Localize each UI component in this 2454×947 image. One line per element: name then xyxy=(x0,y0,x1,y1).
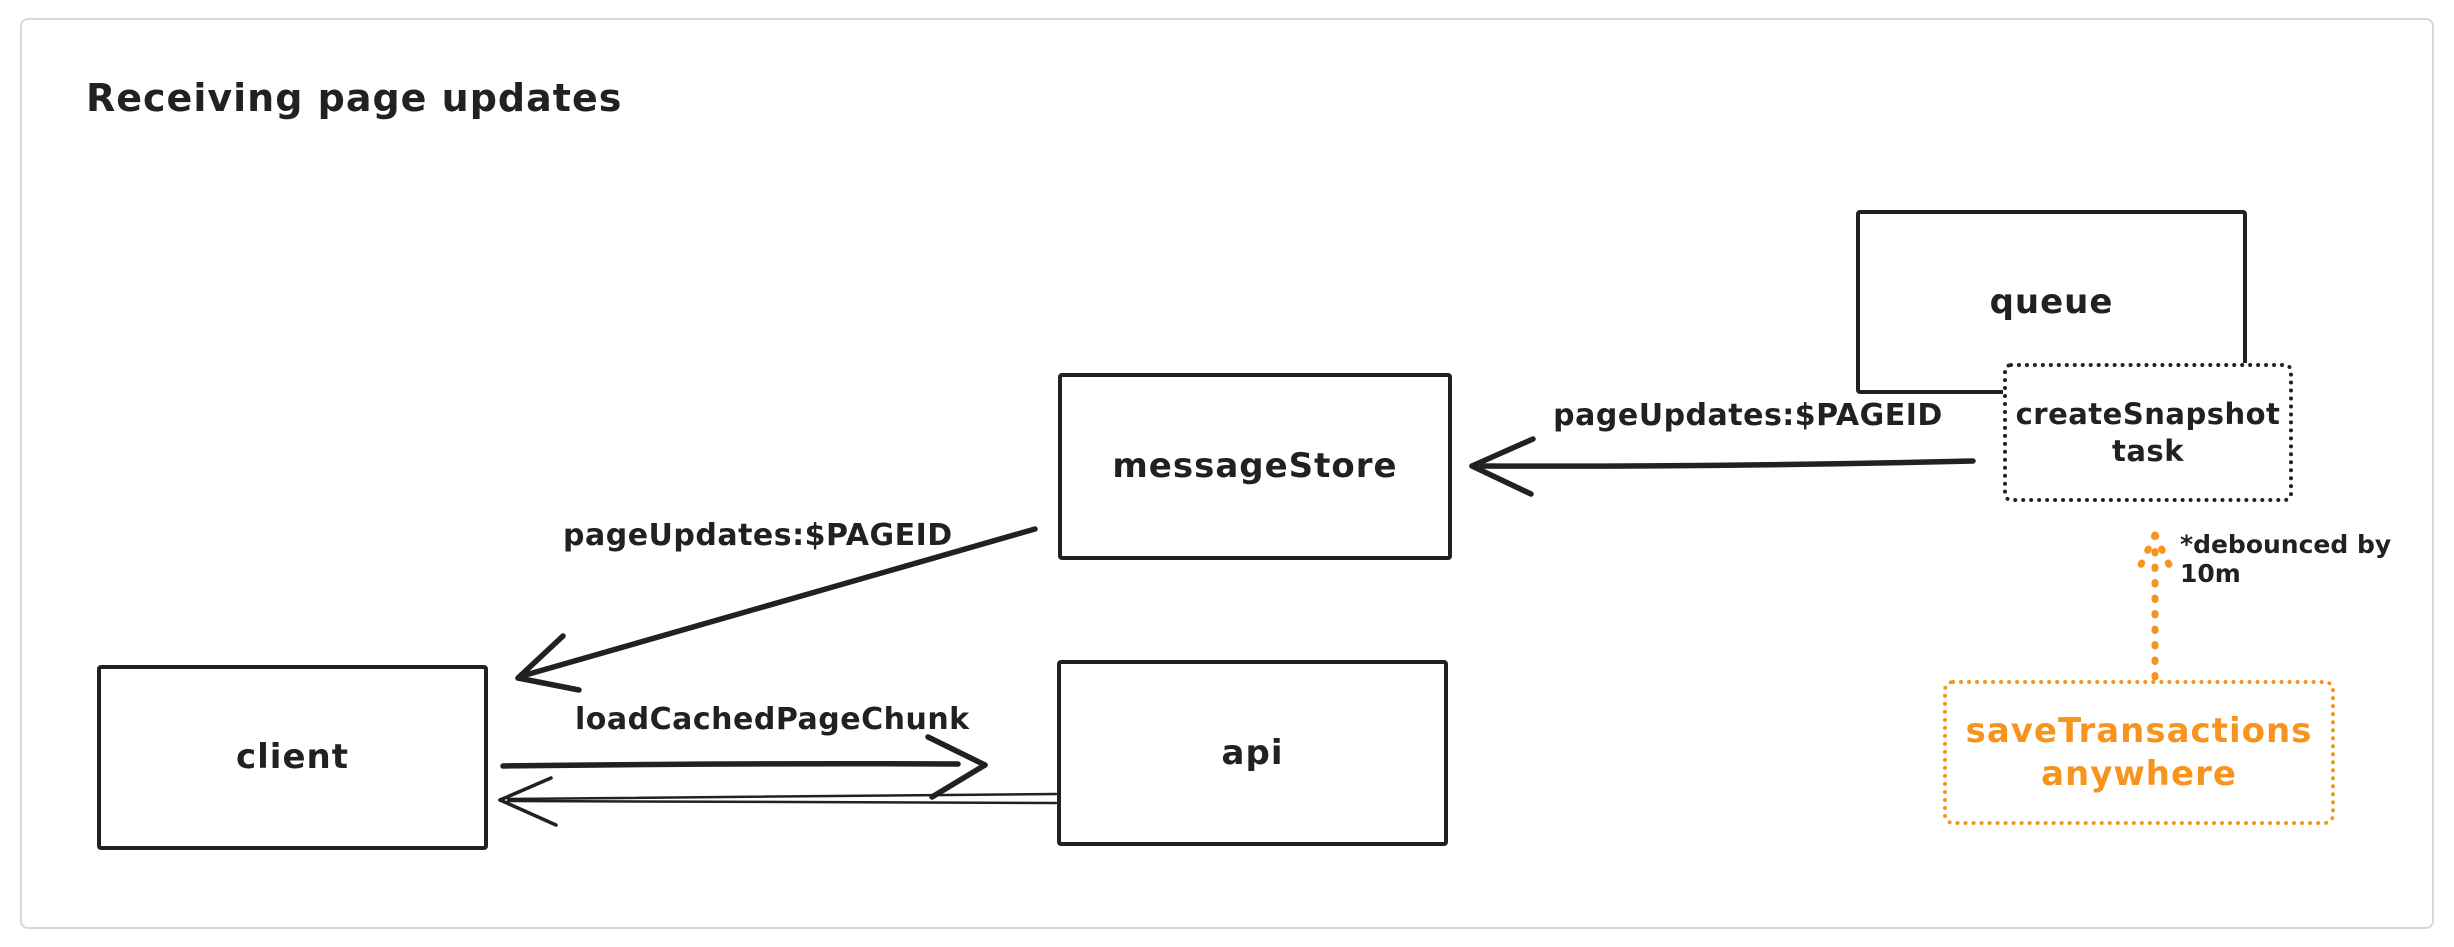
node-create-snapshot-task-label: createSnapshot task xyxy=(2015,397,2281,468)
edge-label-load-cached-page-chunk: loadCachedPageChunk xyxy=(575,702,970,737)
node-client: client xyxy=(97,665,488,850)
arrow-client-to-api xyxy=(500,734,988,800)
arrow-message-store-to-client xyxy=(515,526,1038,693)
diagram-title: Receiving page updates xyxy=(86,76,623,120)
annotation-debounced-by-10m: *debounced by 10m xyxy=(2180,530,2392,588)
arrow-save-transactions-to-snapshot xyxy=(2133,531,2177,681)
node-save-transactions-label: saveTransactions anywhere xyxy=(1965,711,2313,794)
node-api-label: api xyxy=(1221,732,1284,773)
edge-label-pageupdates-queue-to-store: pageUpdates:$PAGEID xyxy=(1553,398,1943,433)
node-create-snapshot-task: createSnapshot task xyxy=(2003,363,2293,502)
edge-label-pageupdates-store-to-client: pageUpdates:$PAGEID xyxy=(563,518,953,553)
node-save-transactions: saveTransactions anywhere xyxy=(1943,680,2335,825)
node-message-store: messageStore xyxy=(1058,373,1452,560)
arrow-snapshot-to-message-store xyxy=(1469,436,1976,497)
node-queue-label: queue xyxy=(1989,281,2114,322)
node-message-store-label: messageStore xyxy=(1112,446,1398,487)
node-api: api xyxy=(1057,660,1448,846)
arrow-api-to-client xyxy=(498,776,1058,827)
node-client-label: client xyxy=(236,737,349,778)
